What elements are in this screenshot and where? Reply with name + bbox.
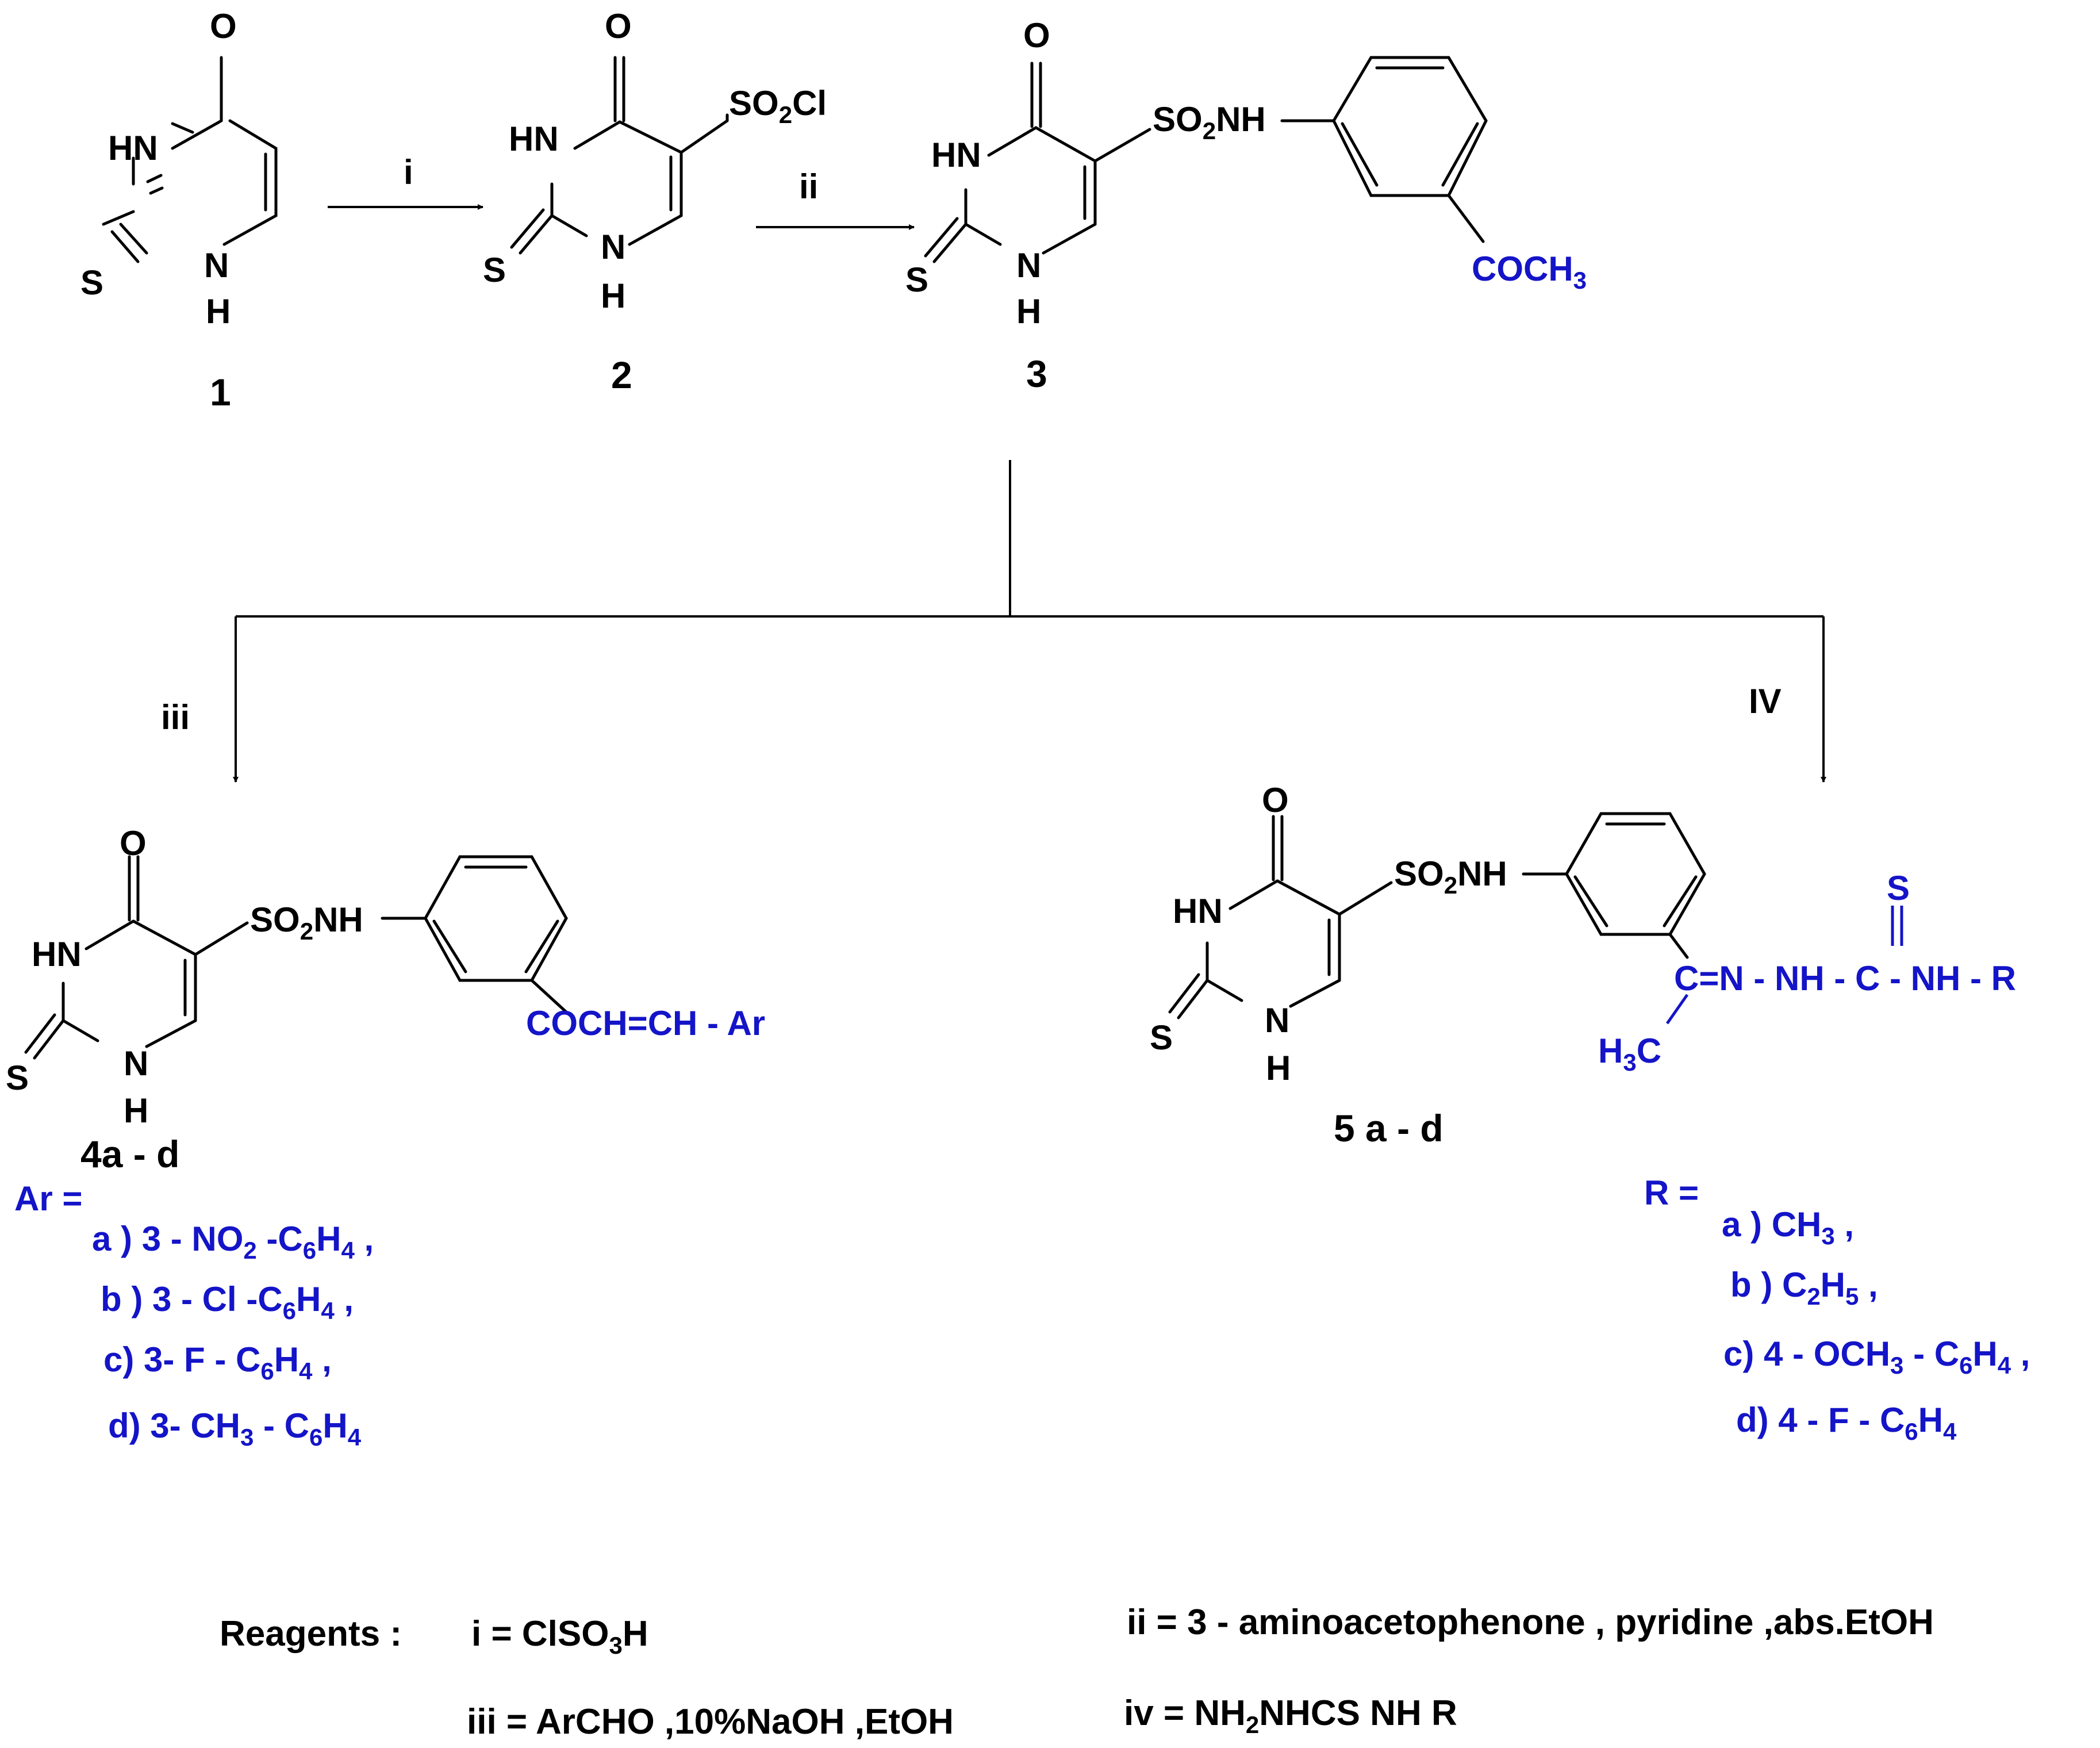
atom-s: S — [905, 260, 928, 299]
r-item-b: b ) C2H5 , — [1730, 1266, 1878, 1310]
r-item-a: a ) CH3 , — [1722, 1205, 1854, 1249]
atom-s: S — [483, 251, 506, 289]
compound-1: O HN S N H 1 — [80, 7, 278, 413]
r-item-c: c) 4 - OCH3 - C6H4 , — [1723, 1335, 2030, 1379]
atom-hn: HN — [509, 120, 559, 158]
compound-4: O SO2NH HN S N H COCH=CH - Ar 4a - d — [6, 824, 765, 1175]
atom-n: N — [124, 1044, 148, 1083]
atom-n: N — [204, 246, 229, 285]
acetyl-group: COCH3 — [1472, 250, 1587, 294]
r-substituent-list: R = a ) CH3 , b ) C2H5 , c) 4 - OCH3 - C… — [1644, 1174, 2030, 1445]
atom-h: H — [1016, 292, 1041, 331]
substituent-so2cl: SO2Cl — [729, 84, 827, 128]
reagents-legend: Reagents : i = ClSO3H ii = 3 - aminoacet… — [220, 1603, 1934, 1742]
reagent-iv: iv = NH2NHCS NH R — [1124, 1693, 1457, 1738]
thiosemicarbazone-chain: C=N - NH - C - NH - R — [1674, 959, 2016, 998]
atom-hn: HN — [32, 935, 82, 973]
chalcone-tail: COCH=CH - Ar — [526, 1004, 765, 1042]
methyl-group: H3C — [1598, 1032, 1661, 1076]
r-heading: R = — [1644, 1174, 1699, 1212]
compound-2: O SO2Cl HN S N H 2 — [483, 7, 827, 396]
atom-hn: HN — [931, 136, 981, 174]
reagent-i: i = ClSO3H — [471, 1614, 648, 1659]
compound-number-5: 5 a - d — [1334, 1107, 1443, 1149]
branch-arrows: iii IV — [161, 460, 1826, 783]
atom-s: S — [6, 1059, 29, 1097]
reagent-iii: iii = ArCHO ,10%NaOH ,EtOH — [467, 1702, 954, 1742]
substituent-so2nh: SO2NH — [250, 900, 363, 945]
arrow-step-i: i — [328, 153, 483, 210]
r-item-d: d) 4 - F - C6H4 — [1736, 1401, 1957, 1445]
substituent-so2nh: SO2NH — [1153, 100, 1266, 144]
step-label-iii: iii — [161, 698, 190, 737]
atom-s: S — [1150, 1018, 1173, 1057]
compound-number-1: 1 — [210, 371, 231, 413]
ar-item-c: c) 3- F - C6H4 , — [103, 1340, 332, 1385]
atom-n: N — [1265, 1001, 1289, 1040]
atom-n: N — [601, 228, 625, 266]
atom-o: O — [1262, 781, 1289, 819]
atom-h: H — [206, 292, 231, 331]
ar-item-d: d) 3- CH3 - C6H4 — [108, 1406, 362, 1451]
step-label-i: i — [404, 153, 413, 191]
atom-hn: HN — [108, 129, 158, 167]
atom-o: O — [1023, 16, 1050, 55]
substituent-so2nh: SO2NH — [1394, 854, 1507, 899]
compound-number-3: 3 — [1026, 352, 1047, 395]
atom-h: H — [124, 1091, 148, 1130]
atom-o: O — [605, 7, 632, 45]
atom-o: O — [210, 7, 237, 45]
compound-number-4: 4a - d — [80, 1133, 179, 1175]
ar-heading: Ar = — [14, 1179, 82, 1218]
compound-5: O SO2NH HN S N H S C=N - NH - C - NH - R… — [1150, 781, 2016, 1149]
ar-substituent-list: Ar = a ) 3 - NO2 -C6H4 , b ) 3 - Cl -C6H… — [14, 1179, 374, 1451]
step-label-ii: ii — [799, 167, 818, 206]
arrow-step-ii: ii — [756, 167, 915, 230]
atom-o: O — [120, 824, 147, 862]
atom-h: H — [601, 277, 625, 315]
ar-item-b: b ) 3 - Cl -C6H4 , — [101, 1280, 354, 1324]
step-label-iv: IV — [1749, 682, 1782, 720]
atom-n: N — [1016, 246, 1041, 285]
atom-h: H — [1266, 1049, 1291, 1087]
reagent-ii: ii = 3 - aminoacetophenone , pyridine ,a… — [1127, 1603, 1934, 1642]
atom-s: S — [80, 263, 103, 302]
compound-number-2: 2 — [611, 354, 632, 396]
reagents-label: Reagents : — [220, 1614, 402, 1654]
atom-hn: HN — [1173, 892, 1223, 930]
ar-item-a: a ) 3 - NO2 -C6H4 , — [92, 1220, 374, 1264]
thiocarbonyl-s: S — [1887, 869, 1910, 907]
compound-3: O SO2NH HN S N H COCH3 3 — [905, 16, 1587, 395]
